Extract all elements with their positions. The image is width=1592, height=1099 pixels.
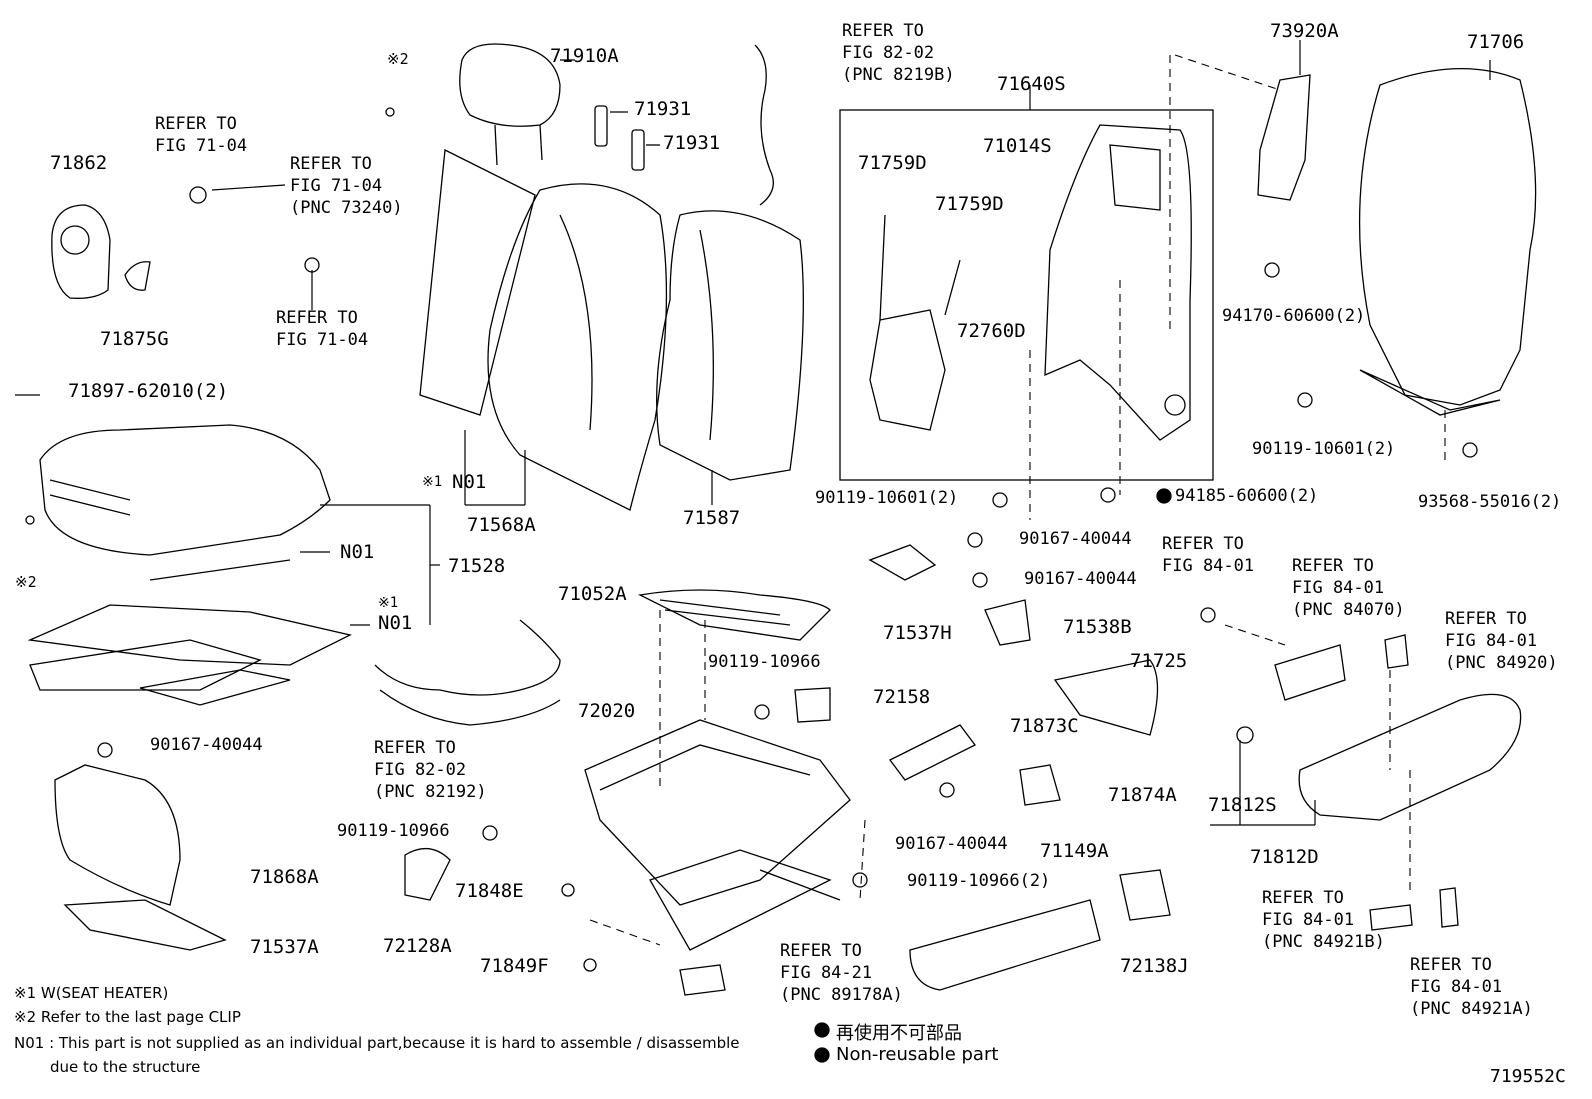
part-label: N01	[452, 471, 487, 493]
heater-mark: ※1	[378, 595, 399, 611]
figure-reference[interactable]: REFER TO FIG 71-04	[155, 114, 248, 156]
part-label: 72020	[578, 700, 636, 722]
misc-parts-drawing	[404, 544, 1459, 996]
part-label: 71587	[683, 507, 741, 529]
figure-reference[interactable]: REFER TO FIG 84-01 (PNC 84070)	[1292, 556, 1405, 620]
part-label: 71759D	[858, 152, 927, 174]
part-label: 72760D	[957, 320, 1026, 342]
part-label: 71149A	[1040, 840, 1109, 862]
fasteners	[25, 107, 1478, 972]
assembly-box	[839, 109, 1214, 481]
dashed-guides	[589, 54, 1446, 946]
heater-mark: ※1	[422, 474, 443, 490]
cushion-drawing	[15, 394, 331, 556]
part-label: 71640S	[997, 73, 1066, 95]
figure-reference[interactable]: REFER TO FIG 84-01	[1162, 534, 1255, 576]
legend-bullet-jp	[814, 1022, 830, 1038]
part-label: 71812S	[1208, 794, 1277, 816]
part-label: 90119-10601(2)	[815, 488, 959, 508]
part-label: 71874A	[1108, 784, 1177, 806]
clip-mark: ※2	[15, 573, 37, 591]
part-label: 71537A	[250, 936, 319, 958]
part-label: 71931	[634, 98, 692, 120]
footnote-n01-cont: due to the structure	[50, 1058, 201, 1076]
part-label: 71848E	[455, 880, 524, 902]
part-label: 94170-60600(2)	[1222, 306, 1366, 326]
guide-drawings	[594, 105, 660, 171]
part-label: 90167-40044	[1019, 529, 1132, 549]
part-label: 90167-40044	[150, 735, 263, 755]
part-label: 90119-10966	[708, 652, 821, 672]
part-label: 71910A	[550, 45, 619, 67]
lumbar-drawing	[869, 214, 961, 431]
outer-shield-drawing	[1274, 634, 1522, 821]
part-label: N01	[340, 541, 375, 563]
part-label: 71849F	[480, 955, 549, 977]
seatback-frame-drawing	[1044, 124, 1192, 441]
part-label: 71725	[1130, 650, 1188, 672]
part-label: 90119-10601(2)	[1252, 439, 1396, 459]
part-label: 72128A	[383, 935, 452, 957]
recliner-cover-drawing	[51, 204, 151, 299]
seatback-drawings	[419, 148, 804, 511]
part-label: 71812D	[1250, 846, 1319, 868]
part-label: 71052A	[558, 583, 627, 605]
part-label: 71528	[448, 555, 506, 577]
part-label: 72158	[873, 686, 931, 708]
part-label: 93568-55016(2)	[1418, 492, 1562, 512]
headrest-drawing	[459, 43, 575, 166]
part-label: 90167-40044	[1024, 569, 1137, 589]
part-label: 94185-60600(2)	[1175, 486, 1319, 506]
part-label: 71931	[663, 132, 721, 154]
non-reusable-marker	[1156, 488, 1172, 504]
part-label: 71875G	[100, 328, 169, 350]
part-label: 71706	[1467, 31, 1525, 53]
footnote-clip: ※2 Refer to the last page CLIP	[14, 1008, 241, 1026]
part-label: 90167-40044	[895, 834, 1008, 854]
side-shield-drawing	[54, 764, 227, 951]
part-label: 71862	[50, 152, 108, 174]
figure-reference[interactable]: REFER TO FIG 82-02 (PNC 82192)	[374, 738, 487, 802]
footnote-n01: N01 : This part is not supplied as an in…	[14, 1034, 740, 1052]
figure-reference[interactable]: REFER TO FIG 82-02 (PNC 8219B)	[842, 21, 955, 85]
part-label: N01	[378, 612, 413, 634]
part-label: 71897-62010(2)	[68, 380, 229, 402]
legend-english: Non-reusable part	[836, 1044, 999, 1065]
figure-reference[interactable]: REFER TO FIG 84-21 (PNC 89178A)	[780, 941, 903, 1005]
part-label: 71568A	[467, 514, 536, 536]
figure-reference[interactable]: REFER TO FIG 84-01 (PNC 84921B)	[1262, 888, 1385, 952]
back-board-drawing	[1257, 67, 1537, 416]
figure-reference[interactable]: REFER TO FIG 84-01 (PNC 84921A)	[1410, 955, 1533, 1019]
part-label: 71014S	[983, 135, 1052, 157]
part-label: 90119-10966	[337, 821, 450, 841]
part-label: 71759D	[935, 193, 1004, 215]
harness-drawing	[374, 44, 774, 726]
part-label: 90119-10966(2)	[907, 871, 1051, 891]
legend-bullet-en	[814, 1047, 830, 1063]
figure-code: 719552C	[1490, 1066, 1566, 1087]
legend-japanese: 再使用不可部品	[836, 1023, 962, 1044]
figure-reference[interactable]: REFER TO FIG 84-01 (PNC 84920)	[1445, 609, 1558, 673]
part-label: 72138J	[1120, 955, 1189, 977]
spring-drawing	[637, 589, 831, 641]
part-label: 73920A	[1270, 20, 1339, 42]
clip-mark: ※2	[387, 50, 409, 68]
part-label: 71873C	[1010, 715, 1079, 737]
part-label: 71537H	[883, 622, 952, 644]
figure-reference[interactable]: REFER TO FIG 71-04 (PNC 73240)	[290, 154, 403, 218]
footnote-heater: ※1 W(SEAT HEATER)	[14, 984, 169, 1002]
leader-lines	[211, 40, 1491, 826]
figure-reference[interactable]: REFER TO FIG 71-04	[276, 308, 369, 350]
part-label: 71538B	[1063, 616, 1132, 638]
seat-track-drawing	[584, 719, 851, 951]
heater-mat-drawing	[27, 559, 352, 706]
part-label: 71868A	[250, 866, 319, 888]
